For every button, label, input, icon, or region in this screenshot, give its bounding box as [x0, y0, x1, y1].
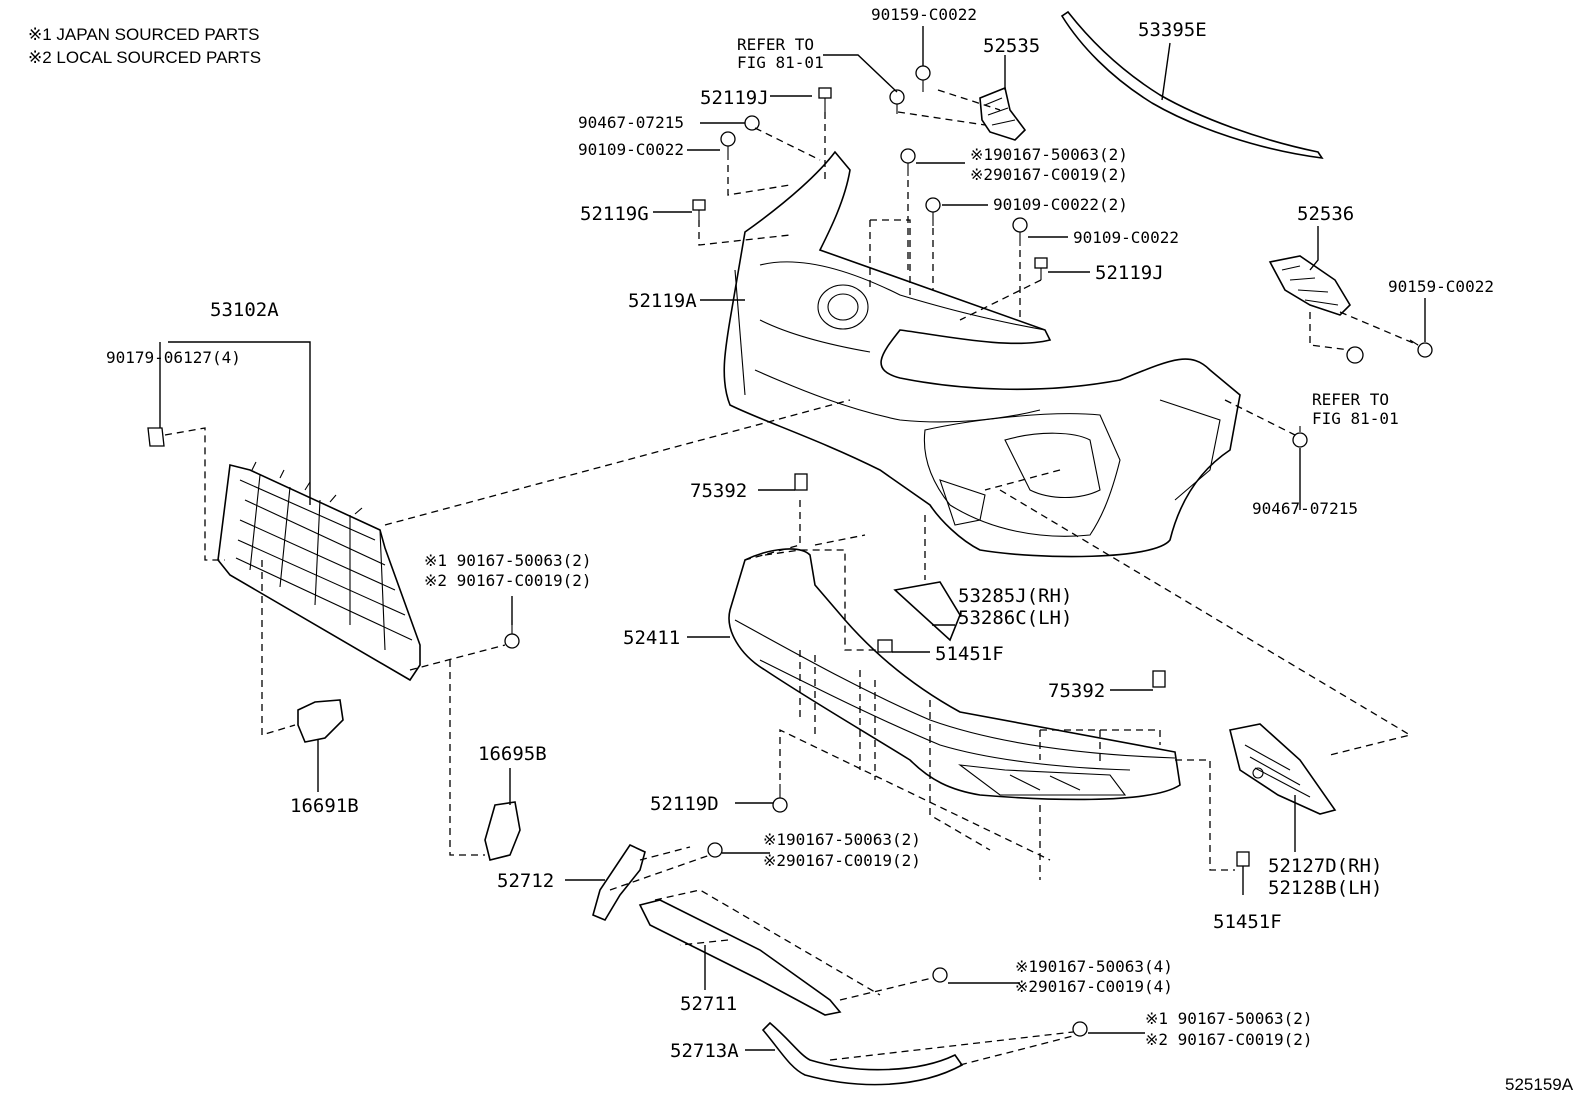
label-x1-50063-a: ※190167-50063(2)	[970, 145, 1128, 164]
molding-52713A	[761, 1021, 964, 1086]
label-52713A: 52713A	[670, 1040, 739, 1062]
label-52119J-r: 52119J	[1095, 262, 1164, 284]
fasteners	[504, 65, 1433, 1037]
label-x2-c0019-c: ※290167-C0019(2)	[763, 851, 921, 870]
label-90467-top: 90467-07215	[578, 113, 684, 132]
label-52119A: 52119A	[628, 290, 697, 312]
nut-icon	[1346, 346, 1364, 364]
leader-lines	[159, 26, 1426, 1051]
label-90109-2: 90109-C0022(2)	[993, 195, 1128, 214]
label-75392-a: 75392	[690, 480, 747, 502]
bolt-icon	[932, 967, 948, 983]
label-90179: 90179-06127(4)	[106, 348, 241, 367]
label-52119D: 52119D	[650, 793, 719, 815]
label-x1-50063-d: ※190167-50063(4)	[1015, 957, 1173, 976]
label-fig-81-01-2: FIG 81-01	[1312, 409, 1399, 428]
bolt-icon	[900, 148, 916, 176]
label-16691B: 16691B	[290, 795, 359, 817]
label-90159-top: 90159-C0022	[871, 5, 977, 24]
label-x1-50063-e: ※1 90167-50063(2)	[1145, 1009, 1313, 1028]
label-fig-81-01-1: FIG 81-01	[737, 53, 824, 72]
label-x1-50063-c: ※190167-50063(2)	[763, 830, 921, 849]
label-16695B: 16695B	[478, 743, 547, 765]
label-x1-50063-b: ※1 90167-50063(2)	[424, 551, 592, 570]
label-53286C: 53286C(LH)	[958, 607, 1072, 629]
clip-icon	[692, 199, 706, 220]
grille-53102A	[217, 461, 421, 682]
bolt-icon	[1292, 426, 1308, 448]
clip-icon	[818, 87, 832, 112]
label-75392-b: 75392	[1048, 680, 1105, 702]
bracket-52536	[1268, 255, 1352, 316]
bolt-icon	[925, 197, 941, 226]
bumper-cover-52119A	[723, 150, 1241, 558]
label-52119J-top: 52119J	[700, 87, 769, 109]
note-local-sourced: ※2 LOCAL SOURCED PARTS	[28, 48, 261, 67]
label-x2-c0019-a: ※290167-C0019(2)	[970, 165, 1128, 184]
label-refer-to-1: REFER TO	[737, 35, 814, 54]
label-90159-r: 90159-C0022	[1388, 277, 1494, 296]
label-90467-r: 90467-07215	[1252, 499, 1358, 518]
bracket-52712	[592, 843, 646, 922]
bolt-icon	[915, 65, 931, 92]
clip-icon	[794, 473, 808, 491]
note-japan-sourced: ※1 JAPAN SOURCED PARTS	[28, 25, 260, 44]
label-90109-left: 90109-C0022	[578, 140, 684, 159]
bolt-icon	[504, 620, 520, 649]
figure-id: 525159A	[1505, 1075, 1574, 1094]
molding-53395E	[1060, 10, 1324, 160]
label-52535: 52535	[983, 35, 1040, 57]
label-52127D: 52127D(RH)	[1268, 855, 1382, 877]
bolt-icon	[772, 784, 788, 813]
label-52128B: 52128B(LH)	[1268, 877, 1382, 899]
bracket-16695B	[484, 801, 521, 861]
clip-icon	[1034, 257, 1048, 280]
lower-bumper-52411	[728, 548, 1181, 801]
label-51451F-b: 51451F	[1213, 911, 1282, 933]
nut-icon	[744, 115, 760, 131]
label-90109-r: 90109-C0022	[1073, 228, 1179, 247]
bolt-icon	[720, 131, 736, 160]
label-refer-to-2: REFER TO	[1312, 390, 1389, 409]
label-53102A: 53102A	[210, 299, 279, 321]
label-x2-c0019-b: ※2 90167-C0019(2)	[424, 571, 592, 590]
clip-icon	[877, 639, 893, 653]
label-52119G: 52119G	[580, 203, 649, 225]
label-x2-c0019-e: ※2 90167-C0019(2)	[1145, 1030, 1313, 1049]
label-53395E: 53395E	[1138, 19, 1207, 41]
label-52411: 52411	[623, 627, 680, 649]
label-52536: 52536	[1297, 203, 1354, 225]
bolt-icon	[1072, 1021, 1088, 1037]
bolt-icon	[1409, 339, 1433, 358]
label-51451F-a: 51451F	[935, 643, 1004, 665]
bracket-52535	[979, 86, 1027, 141]
clip-icon	[1152, 670, 1166, 688]
clip-icon	[1236, 851, 1250, 867]
fog-cover-52127D	[1229, 723, 1337, 815]
clip-90179	[147, 427, 165, 447]
garnish-52711	[638, 899, 842, 1016]
label-x2-c0019-d: ※290167-C0019(4)	[1015, 977, 1173, 996]
part-labels: 90159-C0022 52535 53395E REFER TO FIG 81…	[106, 5, 1494, 1062]
assembly-lines	[164, 89, 1419, 1066]
label-52711: 52711	[680, 993, 737, 1015]
bolt-icon	[707, 842, 723, 858]
label-52712: 52712	[497, 870, 554, 892]
bolt-icon	[1012, 217, 1028, 246]
bracket-16691B	[297, 699, 344, 743]
cover-53285J	[893, 581, 961, 642]
bolt-icon	[889, 89, 905, 114]
label-53285J: 53285J(RH)	[958, 585, 1072, 607]
